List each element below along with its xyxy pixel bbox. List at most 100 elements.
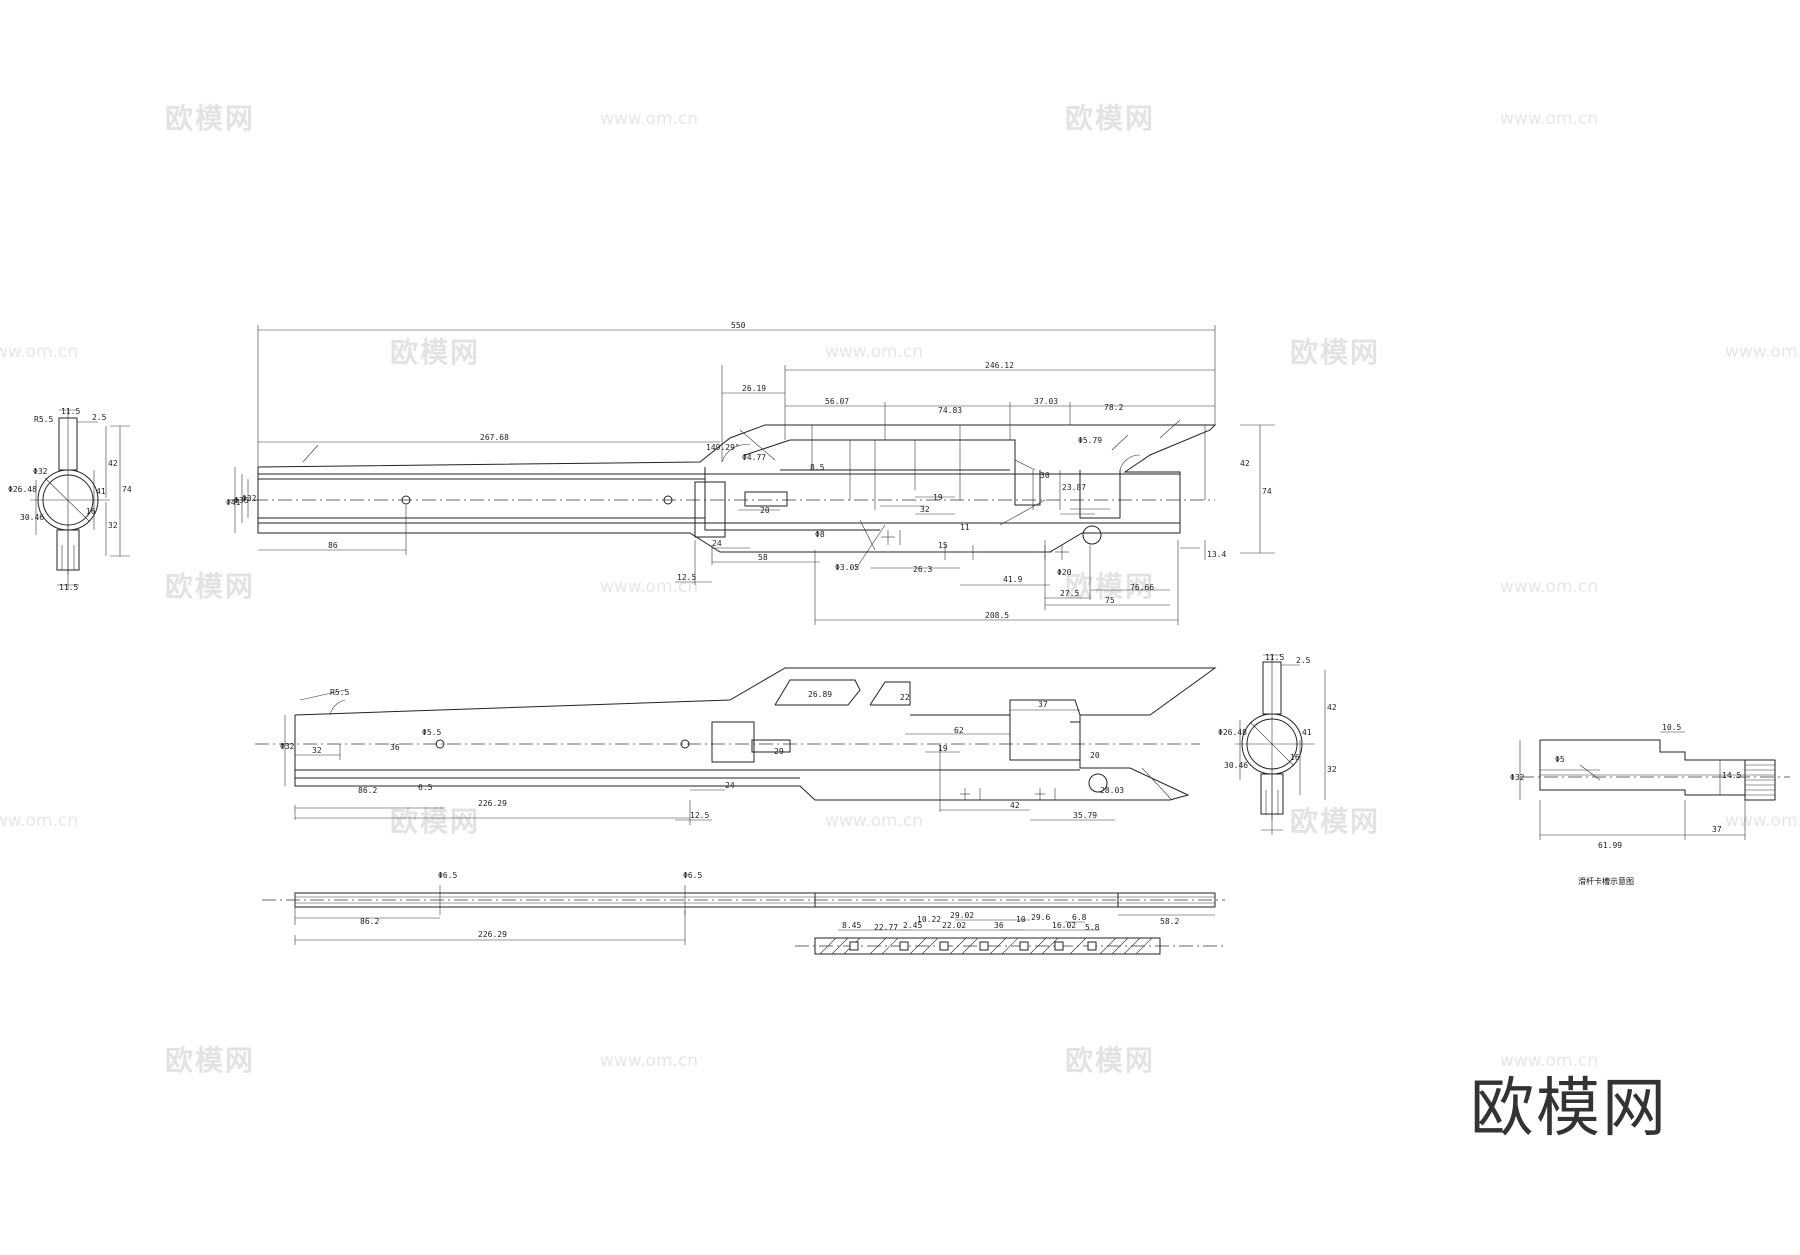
dim-l2: 86.2 (358, 786, 377, 795)
top-view: 550 267.68 246.12 26.19 56.07 74.83 37.0… (226, 321, 1275, 625)
dim-a6: 23.87 (1062, 483, 1086, 492)
dim-r1: R5.5 (330, 688, 349, 697)
dim-d1: 26.19 (742, 384, 766, 393)
dim-b6: 27.5 (1060, 589, 1079, 598)
watermark-url: www.om.cn (1500, 577, 1598, 597)
dim-l4: 12.5 (690, 811, 709, 820)
dim-phi2: Φ36 (234, 496, 249, 505)
dim-d3: 74.83 (938, 406, 962, 415)
dim-l2: 226.29 (478, 930, 507, 939)
dim-s3: 2.45 (903, 921, 922, 930)
end-view-right: 11.5 2.5 Φ26.48 42 41 32 30.46 16 (1218, 653, 1337, 835)
dim-d2: 56.07 (825, 397, 849, 406)
watermark-url: www.om.cn (825, 811, 923, 831)
dim-h1: 42 (1327, 703, 1337, 712)
dim-d2: 22 (900, 693, 910, 702)
dim-l1: 61.99 (1598, 841, 1622, 850)
dim-phi: Φ26.48 (1218, 728, 1247, 737)
dim-phi6: Φ20 (1057, 568, 1072, 577)
end-view-left: 11.5 2.5 R5.5 Φ26.48 Φ32 42 74 41 32 30.… (8, 407, 132, 592)
dim-a2: 20 (760, 506, 770, 515)
dim-a1: 149.29° (706, 443, 740, 452)
section-caption: 滑杆卡槽示意图 (1578, 876, 1634, 886)
dim-b8: 76.66 (1130, 583, 1154, 592)
dim-l9: 36 (390, 743, 400, 752)
dim-s4: 10.22 (917, 915, 941, 924)
dim-d7: 42 (1010, 801, 1020, 810)
watermark-url: www.om.cn (0, 342, 78, 362)
dim-b9: 208.5 (985, 611, 1009, 620)
dim-h4: 30.46 (1224, 761, 1248, 770)
dim-h2: 41 (1302, 728, 1312, 737)
dim-s7: 36 (994, 921, 1004, 930)
dim-l1: 86.2 (360, 917, 379, 926)
dim-h5: 16 (1290, 753, 1300, 762)
dim-w1: 10.5 (1662, 723, 1681, 732)
dim-b2: 12.5 (677, 573, 696, 582)
watermark-cn: 欧模网 (1290, 336, 1380, 369)
dim-h1: 42 (108, 459, 118, 468)
dim-phi2: Φ32 (33, 467, 48, 476)
dim-w1: 11.5 (1265, 653, 1284, 662)
dim-phi4: Φ4.77 (742, 453, 766, 462)
dim-h6: 16 (86, 507, 96, 516)
dim-d4: 62 (954, 726, 964, 735)
dim-h3: 32 (1327, 765, 1337, 774)
dim-phi1: Φ41 (226, 498, 241, 507)
dim-l2: 37 (1712, 825, 1722, 834)
watermark-cn: 欧模网 (390, 805, 480, 838)
dim-l8: Φ32 (280, 742, 295, 751)
dim-h3: 13.4 (1207, 550, 1226, 559)
dim-h4: 32 (108, 521, 118, 530)
front-slot-rect (711, 721, 755, 763)
watermark-url: www.om.cn (1725, 811, 1800, 831)
dim-a9: 8.5 (810, 463, 825, 472)
watermark-cn: 欧模网 (1065, 570, 1155, 603)
dim-d5: 20 (1090, 751, 1100, 760)
dim-s2: 22.77 (874, 923, 898, 932)
dim-l3: 58.2 (1160, 917, 1179, 926)
dim-phi: Φ26.48 (8, 485, 37, 494)
dim-b7: 75 (1105, 596, 1115, 605)
watermark-cn: 欧模网 (1065, 1044, 1155, 1077)
watermark-url: www.om.cn (0, 811, 78, 831)
section-view-outline (1539, 739, 1746, 796)
dim-l1: 32 (312, 746, 322, 755)
top-hole-phi20 (1082, 525, 1102, 545)
dim-d5: 78.2 (1104, 403, 1123, 412)
dim-phi1: Φ5 (1555, 755, 1565, 764)
dim-phi1: Φ6.5 (438, 871, 457, 880)
dim-h1: 42 (1240, 459, 1250, 468)
watermark-url: www.om.cn (600, 1051, 698, 1071)
dim-s10: 16.02 (1052, 921, 1076, 930)
dim-h2: 74 (122, 485, 132, 494)
watermark-url: www.om.cn (1500, 1051, 1598, 1071)
dim-d6: 19 (938, 744, 948, 753)
dim-a4: 32 (920, 505, 930, 514)
dim-b3: 24 (712, 539, 722, 548)
dim-overall: 550 (731, 321, 746, 330)
dim-b1: 58 (758, 553, 768, 562)
dim-right-len: 246.12 (985, 361, 1014, 370)
top-slot-left (694, 481, 726, 538)
dim-s12: 5.8 (1085, 923, 1100, 932)
dim-h3: 41 (96, 487, 106, 496)
dim-a5: 30 (1040, 471, 1050, 480)
dim-s5: 22.02 (942, 921, 966, 930)
front-hole (1088, 773, 1108, 793)
dim-d8: 35.79 (1073, 811, 1097, 820)
dim-b4: 26.3 (913, 565, 932, 574)
dim-a7: 11 (960, 523, 970, 532)
dim-s1: 8.45 (842, 921, 861, 930)
dim-l10: 6.5 (418, 783, 433, 792)
dim-d4: 37.03 (1034, 397, 1058, 406)
dim-bottom-left: 86 (328, 541, 338, 550)
dim-bot: 11.5 (59, 583, 78, 592)
front-slot-oval (774, 679, 861, 706)
dim-phi5: Φ5.79 (1078, 436, 1102, 445)
dim-h: 14.5 (1722, 771, 1741, 780)
side-view: 86.2 226.29 58.2 Φ6.5 Φ6.5 (262, 871, 1225, 945)
watermark-cn: 欧模网 (165, 570, 255, 603)
watermark-url: www.om.cn (600, 109, 698, 129)
